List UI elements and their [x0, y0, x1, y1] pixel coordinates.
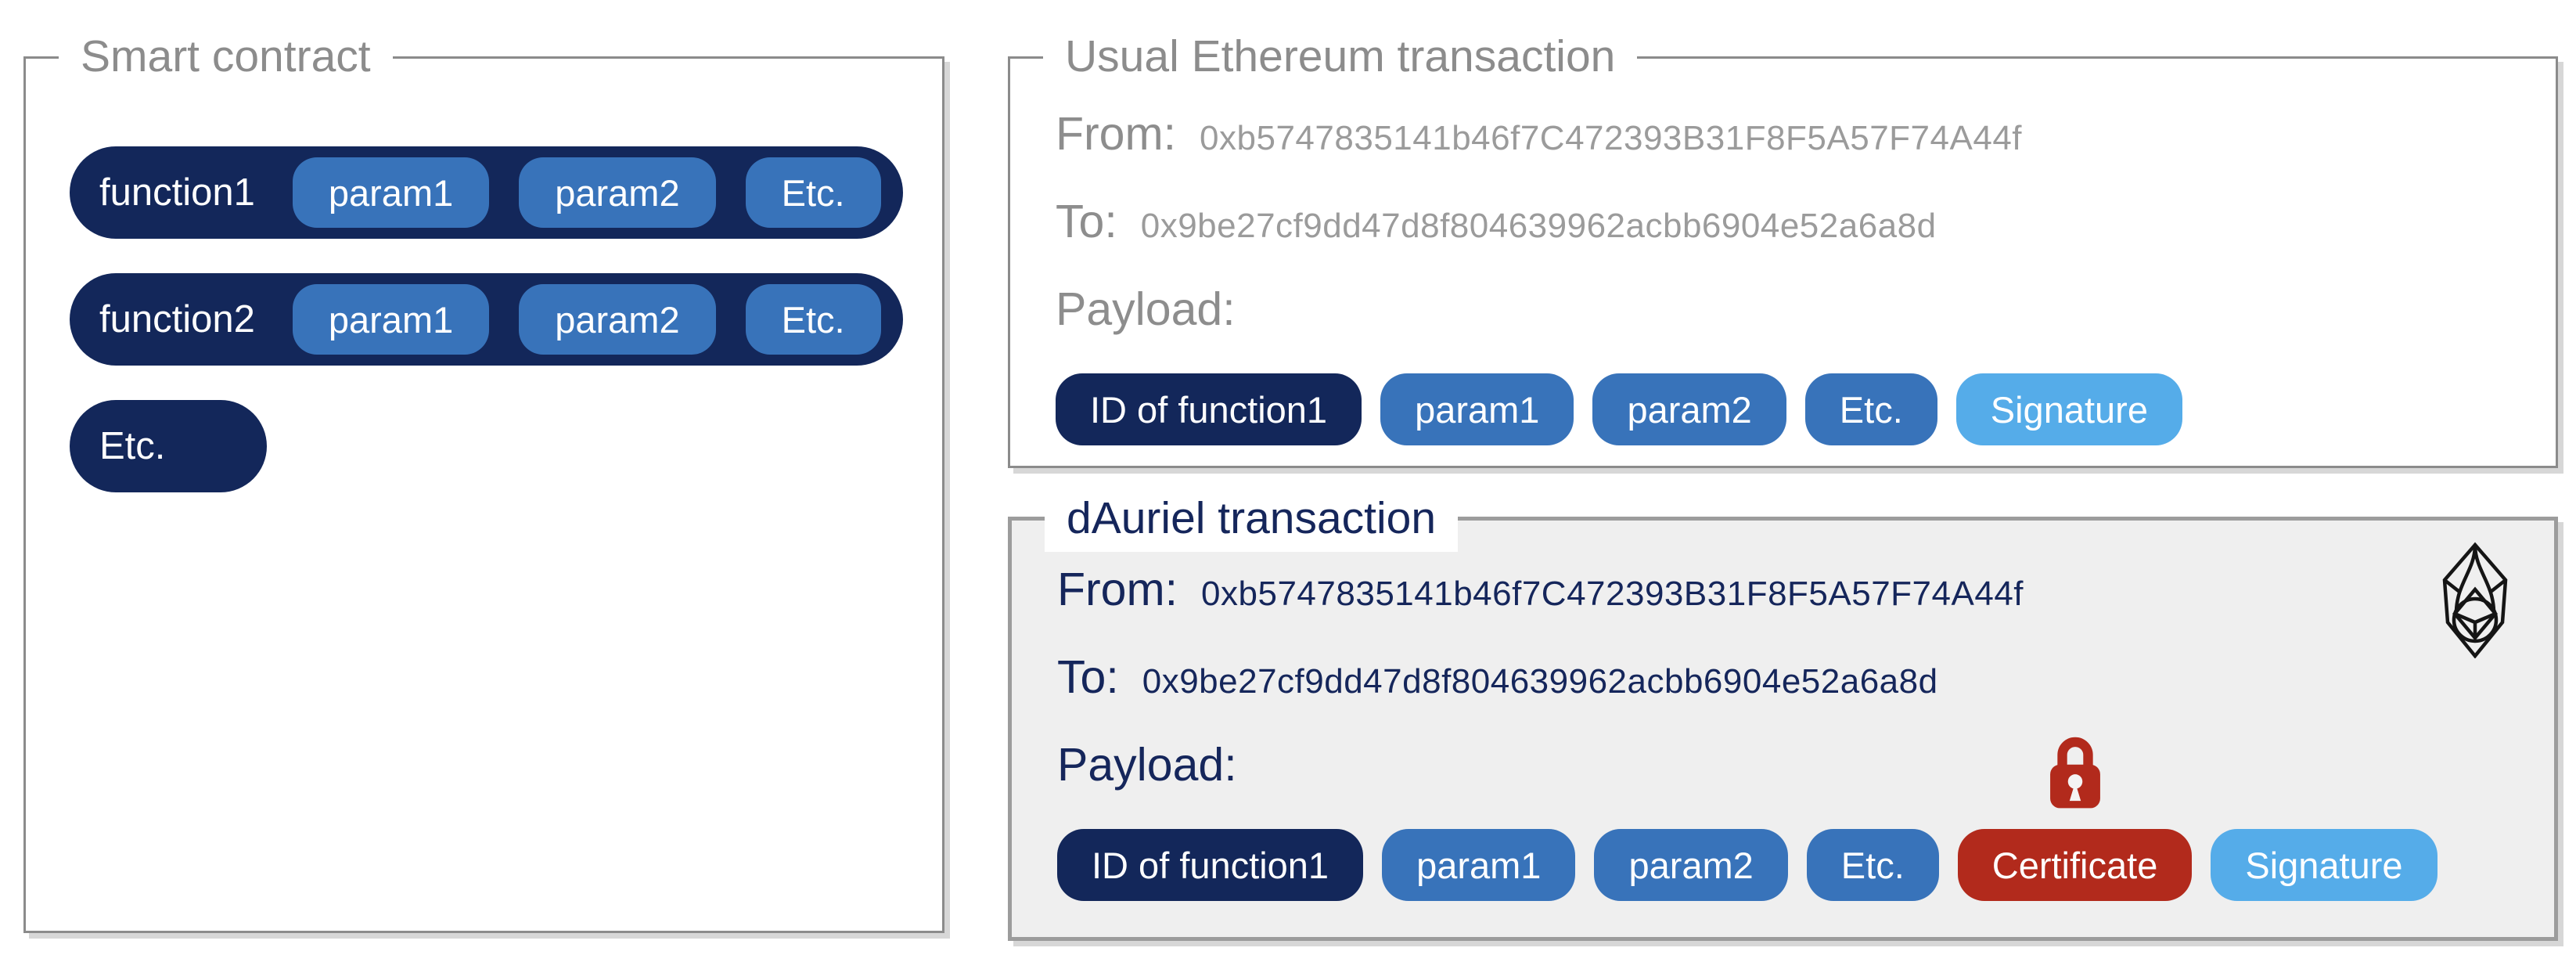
to-field: To: 0x9be27cf9dd47d8f804639962acbb6904e5… [1056, 195, 2524, 248]
smart-contract-panel: Smart contract function1 param1 param2 E… [23, 23, 944, 933]
payload-pill-etc: Etc. [1804, 373, 1937, 445]
param-pill: param1 [292, 157, 490, 228]
payload-field: Payload: [1056, 283, 2524, 336]
function1-label: function1 [99, 171, 255, 214]
to-address: 0x9be27cf9dd47d8f804639962acbb6904e52a6a… [1140, 207, 1937, 245]
certificate-pill-wrapper: Certificate [1957, 737, 2193, 901]
payload-pill-id-of-function1: ID of function1 [1056, 373, 1362, 445]
from-field: From: 0xb5747835141b46f7C472393B31F8F5A5… [1057, 563, 2523, 616]
payload-pill-param2: param2 [1594, 829, 1788, 901]
payload-pill-param1: param1 [1380, 373, 1574, 445]
ethereum-transaction-body: From: 0xb5747835141b46f7C472393B31F8F5A5… [1056, 59, 2524, 445]
from-label: From: [1057, 564, 1178, 615]
to-label: To: [1056, 196, 1117, 247]
payload-pill-certificate: Certificate [1957, 829, 2193, 901]
smart-contract-function-list: function1 param1 param2 Etc. function2 p… [70, 146, 903, 492]
payload-pill-etc: Etc. [1806, 829, 1939, 901]
dauriel-transaction-title: dAuriel transaction [1045, 485, 1459, 552]
to-address: 0x9be27cf9dd47d8f804639962acbb6904e52a6a… [1142, 662, 1938, 701]
ethereum-payload-row: ID of function1 param1 param2 Etc. Signa… [1056, 373, 2524, 445]
param-pill: param2 [519, 284, 716, 355]
to-field: To: 0x9be27cf9dd47d8f804639962acbb6904e5… [1057, 650, 2523, 704]
payload-pill-id-of-function1: ID of function1 [1057, 829, 1364, 901]
payload-pill-signature: Signature [1955, 373, 2182, 445]
param-pill: Etc. [745, 157, 881, 228]
function2-label: function2 [99, 298, 255, 341]
param-pill: Etc. [745, 284, 881, 355]
ethereum-transaction-title: Usual Ethereum transaction [1043, 23, 1638, 90]
from-field: From: 0xb5747835141b46f7C472393B31F8F5A5… [1056, 107, 2524, 160]
dauriel-logo-icon [2442, 542, 2508, 658]
ethereum-transaction-panel: Usual Ethereum transaction From: 0xb5747… [1008, 23, 2558, 468]
payload-field: Payload: [1057, 738, 2523, 791]
function1-pill: function1 param1 param2 Etc. [70, 146, 903, 239]
functions-etc-label: Etc. [99, 425, 166, 467]
from-label: From: [1056, 108, 1177, 160]
payload-pill-param2: param2 [1592, 373, 1786, 445]
payload-pill-param1: param1 [1382, 829, 1576, 901]
param-pill: param2 [519, 157, 716, 228]
smart-contract-title: Smart contract [59, 23, 393, 90]
from-address: 0xb5747835141b46f7C472393B31F8F5A57F74A4… [1201, 575, 2024, 613]
function2-pill: function2 param1 param2 Etc. [70, 273, 903, 366]
dauriel-transaction-body: From: 0xb5747835141b46f7C472393B31F8F5A5… [1057, 521, 2523, 901]
dauriel-payload-row: ID of function1 param1 param2 Etc. Certi… [1057, 737, 2523, 901]
dauriel-transaction-panel: dAuriel transaction From: 0xb5747835141b… [1008, 485, 2558, 941]
lock-icon [2049, 737, 2100, 809]
payload-pill-signature: Signature [2211, 829, 2437, 901]
functions-etc-pill: Etc. [70, 400, 267, 492]
payload-label: Payload: [1056, 283, 1236, 335]
from-address: 0xb5747835141b46f7C472393B31F8F5A57F74A4… [1200, 119, 2023, 157]
to-label: To: [1057, 651, 1119, 703]
payload-label: Payload: [1057, 739, 1237, 791]
param-pill: param1 [292, 284, 490, 355]
